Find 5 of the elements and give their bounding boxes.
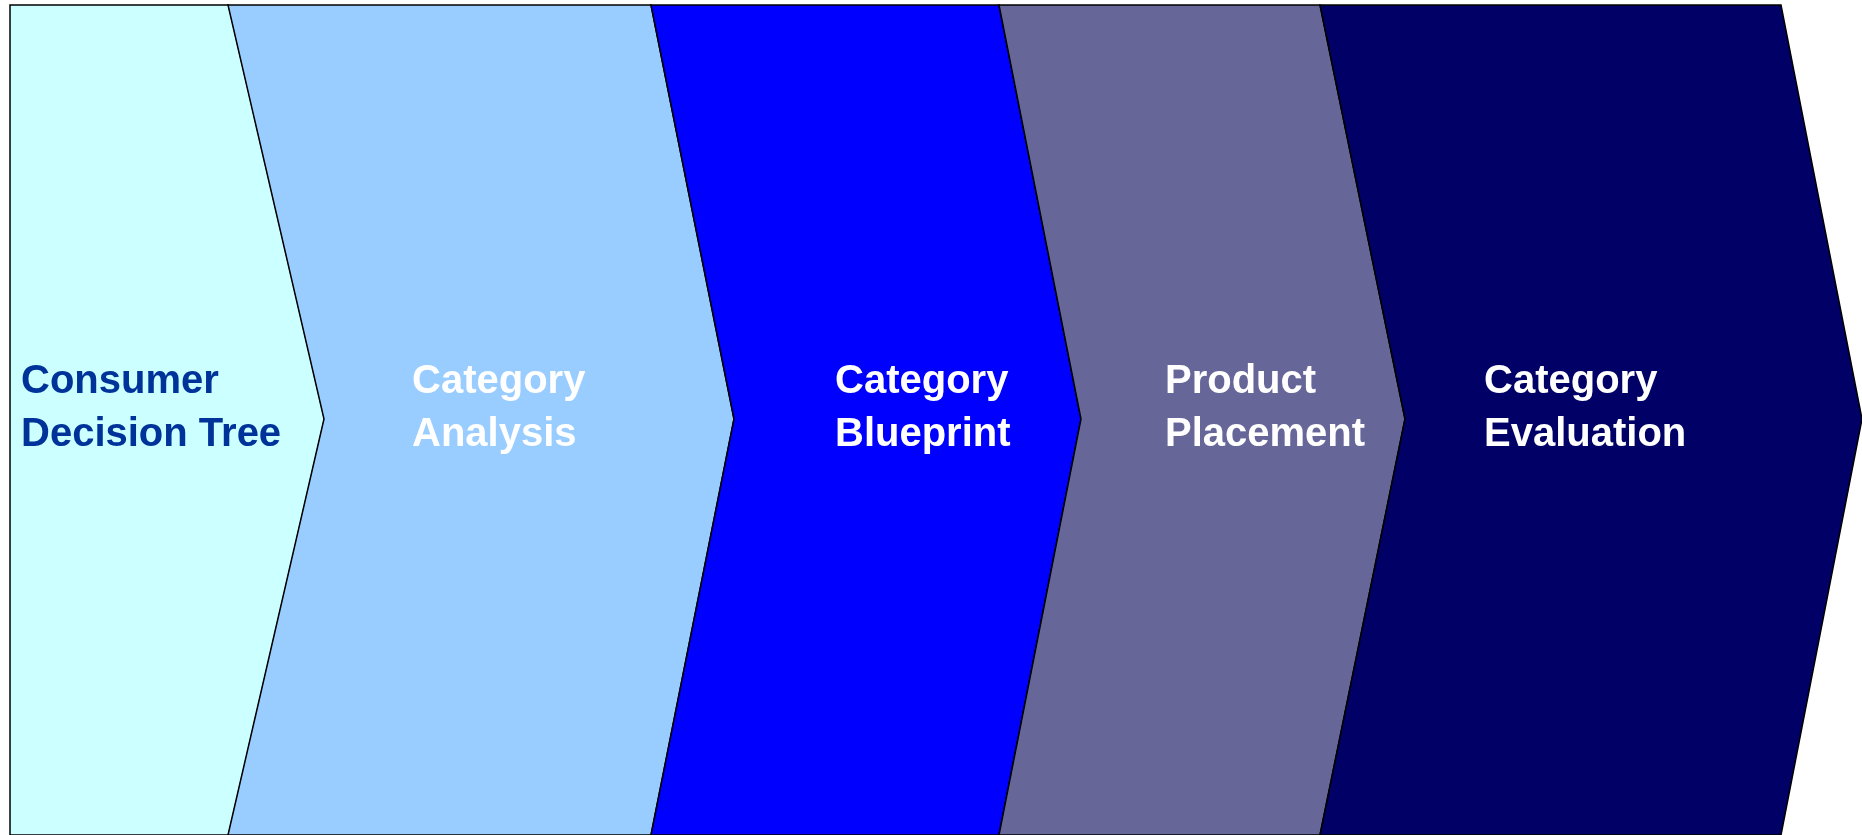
step-label: Category Evaluation <box>1484 356 1688 456</box>
step-label: Category Blueprint <box>835 356 1012 456</box>
step-label: Consumer Decision Tree <box>21 356 283 456</box>
step-label: Product Placement <box>1165 356 1367 456</box>
step-label: Category Analysis <box>412 356 587 456</box>
